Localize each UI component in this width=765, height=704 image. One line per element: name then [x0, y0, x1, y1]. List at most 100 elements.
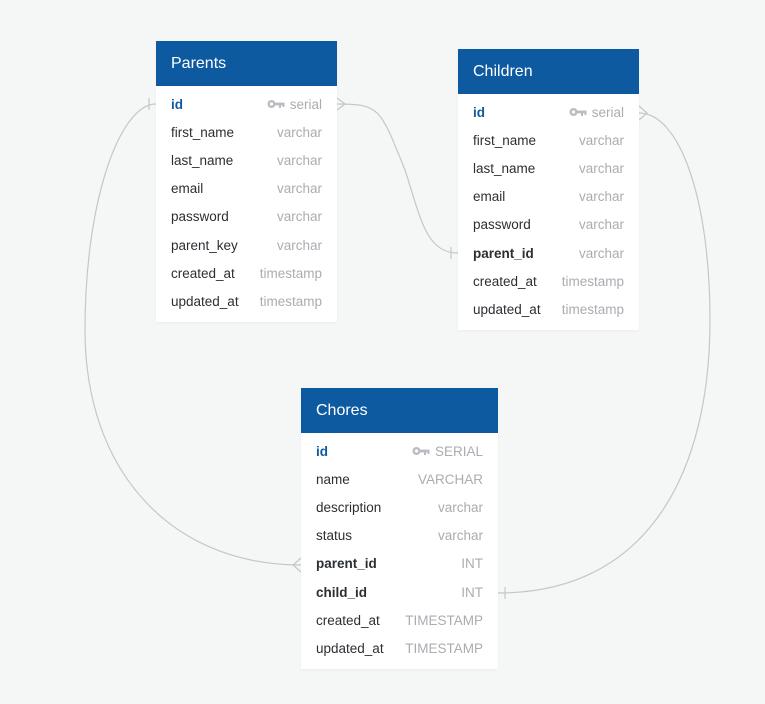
column-type-label: varchar	[437, 499, 483, 515]
column-name: id	[473, 104, 485, 120]
column-row[interactable]: description varchar	[301, 493, 498, 521]
column-type: varchar	[277, 238, 322, 253]
column-type: serial	[569, 105, 624, 120]
column-name: name	[316, 471, 350, 487]
column-type: varchar	[277, 181, 322, 196]
column-type: varchar	[579, 133, 624, 148]
column-type-label: varchar	[578, 132, 624, 148]
column-row[interactable]: parent_key varchar	[156, 231, 337, 259]
column-type: TIMESTAMP	[405, 613, 483, 628]
column-type-label: varchar	[276, 237, 322, 253]
column-name: first_name	[473, 132, 537, 148]
column-type-label: varchar	[276, 181, 322, 197]
column-name: last_name	[473, 160, 536, 176]
column-name: parent_id	[473, 245, 534, 261]
column-type: VARCHAR	[418, 472, 483, 487]
column-name: created_at	[316, 612, 380, 628]
column-type-label: varchar	[578, 189, 624, 205]
crowfoot-parents-children-source	[336, 97, 346, 111]
column-type-label: TIMESTAMP	[405, 612, 483, 628]
column-type-label: serial	[289, 96, 322, 112]
column-type-label: varchar	[578, 217, 624, 233]
column-row[interactable]: last_name varchar	[156, 146, 337, 174]
column-type-label: varchar	[437, 528, 483, 544]
column-type-label: varchar	[276, 152, 322, 168]
column-name: last_name	[171, 152, 234, 168]
table-children-header[interactable]: Children	[458, 49, 639, 94]
column-type-label: serial	[591, 104, 624, 120]
column-row[interactable]: id serial	[458, 98, 639, 126]
column-name: updated_at	[473, 301, 541, 317]
column-name: description	[316, 499, 382, 515]
column-type-label: timestamp	[561, 301, 624, 317]
column-row[interactable]: updated_at TIMESTAMP	[301, 634, 498, 662]
column-type: timestamp	[562, 274, 624, 289]
column-name: password	[473, 217, 531, 233]
crowfoot-children-id	[638, 105, 648, 121]
column-type-label: INT	[461, 584, 483, 600]
column-name: email	[473, 189, 506, 205]
column-name: status	[316, 528, 353, 544]
column-type-label: INT	[461, 556, 483, 572]
column-row[interactable]: child_id INT	[301, 578, 498, 606]
column-row[interactable]: first_name varchar	[156, 118, 337, 146]
column-name: updated_at	[316, 640, 384, 656]
column-type: varchar	[579, 189, 624, 204]
column-type: SERIAL	[412, 444, 483, 459]
column-name: created_at	[171, 265, 235, 281]
column-name: created_at	[473, 273, 537, 289]
column-name: updated_at	[171, 293, 239, 309]
column-row[interactable]: updated_at timestamp	[156, 287, 337, 315]
column-row[interactable]: password varchar	[156, 203, 337, 231]
column-type-label: TIMESTAMP	[405, 640, 483, 656]
column-row[interactable]: name VARCHAR	[301, 465, 498, 493]
column-type-label: varchar	[276, 209, 322, 225]
column-name: child_id	[316, 584, 368, 600]
column-type: varchar	[438, 528, 483, 543]
column-row[interactable]: parent_id varchar	[458, 239, 639, 267]
column-row[interactable]: created_at TIMESTAMP	[301, 606, 498, 634]
column-type: varchar	[579, 246, 624, 261]
column-type: timestamp	[562, 302, 624, 317]
column-type: varchar	[579, 161, 624, 176]
key-icon	[569, 108, 587, 117]
column-type: INT	[461, 585, 483, 600]
column-type: TIMESTAMP	[405, 641, 483, 656]
column-type: varchar	[277, 125, 322, 140]
column-row[interactable]: status varchar	[301, 522, 498, 550]
column-name: id	[316, 443, 328, 459]
column-row[interactable]: created_at timestamp	[458, 267, 639, 295]
column-row[interactable]: password varchar	[458, 211, 639, 239]
table-chores[interactable]: Chores id SERIAL name VARCHAR description var…	[301, 388, 498, 669]
column-type-label: varchar	[578, 160, 624, 176]
column-row[interactable]: email varchar	[458, 183, 639, 211]
table-chores-header[interactable]: Chores	[301, 388, 498, 433]
column-name: parent_key	[171, 237, 238, 253]
column-row[interactable]: updated_at timestamp	[458, 295, 639, 323]
column-row[interactable]: first_name varchar	[458, 126, 639, 154]
column-type-label: VARCHAR	[417, 471, 483, 487]
link-parents-children[interactable]	[336, 103, 459, 254]
column-type-label: SERIAL	[434, 443, 483, 459]
column-type: INT	[461, 556, 483, 571]
key-icon	[412, 447, 430, 456]
column-type: serial	[267, 97, 322, 112]
crowfoot-chores-parent-id	[292, 557, 302, 573]
column-type-label: timestamp	[259, 293, 322, 309]
column-type: varchar	[277, 153, 322, 168]
table-parents-header[interactable]: Parents	[156, 41, 337, 86]
column-row[interactable]: last_name varchar	[458, 154, 639, 182]
column-name: password	[171, 209, 229, 225]
column-type: timestamp	[260, 294, 322, 309]
column-name: first_name	[171, 124, 235, 140]
column-row[interactable]: id SERIAL	[301, 437, 498, 465]
